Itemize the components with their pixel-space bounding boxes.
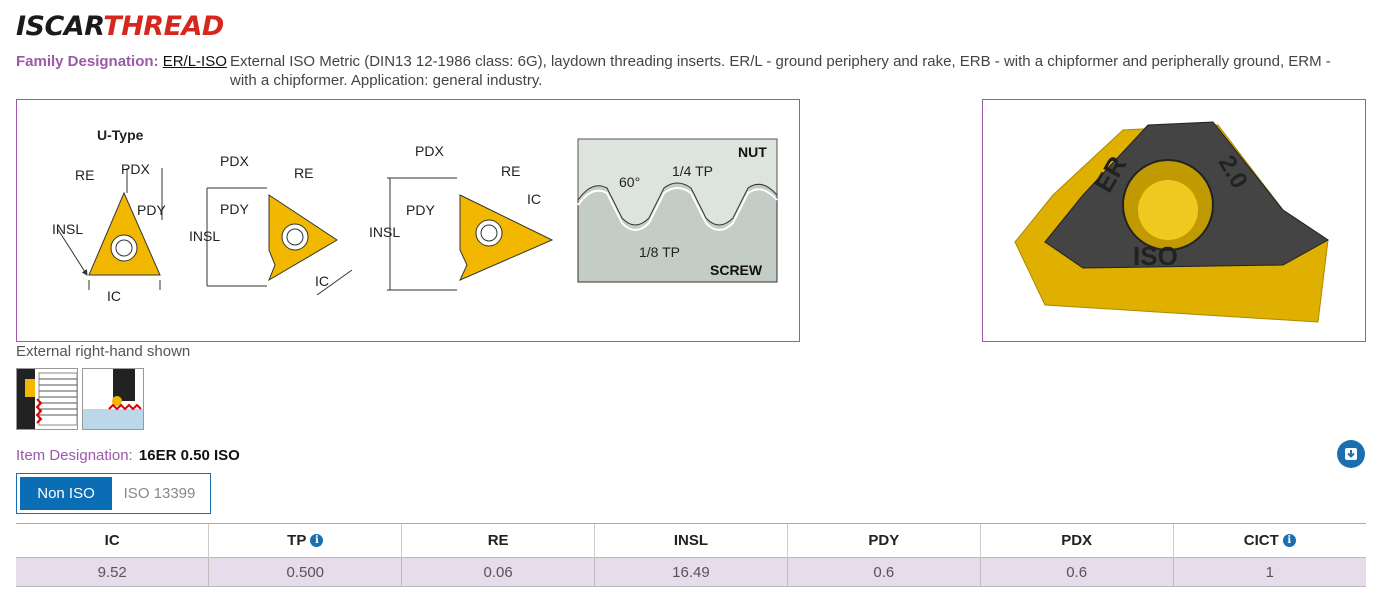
- full-ic-label: IC: [527, 191, 541, 207]
- header-tp-label: TP: [287, 532, 307, 549]
- full-insl-label: INSL: [369, 224, 400, 240]
- side-re-label: RE: [294, 165, 313, 181]
- thread-profile-diagram: [577, 138, 778, 283]
- iso-13399-option[interactable]: ISO 13399: [123, 485, 196, 502]
- screw-label: SCREW: [710, 262, 763, 278]
- cell-re: 0.06: [401, 557, 595, 587]
- cict-info-icon[interactable]: i: [1282, 534, 1296, 547]
- cell-cict: 1: [1172, 557, 1366, 587]
- nut-label: NUT: [738, 144, 767, 160]
- header-re-label: RE: [487, 532, 509, 549]
- insert-product-photo: ER 2.0 ISO: [982, 99, 1366, 342]
- full-pdy-label: PDY: [406, 202, 435, 218]
- application-thumbnail-2[interactable]: [82, 368, 144, 430]
- header-insl: INSL: [594, 523, 788, 558]
- utype-insert: [56, 168, 163, 290]
- family-label: Family Designation:: [16, 53, 159, 70]
- item-designation-label: Item Designation:: [16, 447, 133, 464]
- iscar-thread-logo: ISCARTHREAD: [16, 10, 224, 44]
- cell-insl: 16.49: [594, 557, 788, 587]
- header-pdx-label: PDX: [1061, 532, 1093, 549]
- external-right-hand-note: External right-hand shown: [16, 343, 191, 360]
- full-pdx-label: PDX: [415, 143, 444, 159]
- side-pdx-label: PDX: [220, 153, 249, 169]
- cell-ic: 9.52: [16, 557, 209, 587]
- utype-ic-label: IC: [107, 288, 121, 304]
- item-designation-value: 16ER 0.50 ISO: [138, 447, 240, 464]
- logo-thread-text: THREAD: [103, 11, 224, 42]
- table-row: 9.52 0.500 0.06 16.49 0.6 0.6 1: [16, 557, 1366, 587]
- download-icon: [1345, 448, 1357, 460]
- utype-title: U-Type: [97, 127, 144, 143]
- header-re: RE: [401, 523, 595, 558]
- side-pdy-label: PDY: [220, 201, 249, 217]
- utype-re-label: RE: [75, 167, 94, 183]
- eighth-tp-label: 1/8 TP: [639, 244, 680, 260]
- cell-tp: 0.500: [208, 557, 402, 587]
- side-ic-label: IC: [315, 273, 329, 289]
- download-button[interactable]: [1337, 440, 1365, 468]
- logo-iscar-text: ISCAR: [16, 11, 104, 42]
- utype-pdx-label: PDX: [121, 161, 150, 177]
- insert-side-drawing: [206, 187, 353, 296]
- full-re-label: RE: [501, 163, 520, 179]
- family-designation: Family Designation: ER/L-ISO External IS…: [16, 52, 1366, 89]
- cell-pdx: 0.6: [979, 557, 1174, 587]
- cell-pdy: 0.6: [786, 557, 981, 587]
- family-code-link[interactable]: ER/L-ISO: [162, 53, 227, 70]
- application-thumbnail-1[interactable]: [16, 368, 78, 430]
- header-cict-label: CICT: [1243, 532, 1279, 549]
- side-insl-label: INSL: [189, 228, 220, 244]
- photo-iso-mark: ISO: [1133, 241, 1178, 271]
- header-pdy-label: PDY: [868, 532, 900, 549]
- utype-insl-label: INSL: [52, 221, 83, 237]
- family-description: External ISO Metric (DIN13 12-1986 class…: [230, 53, 1331, 89]
- standard-toggle: Non ISO ISO 13399: [16, 473, 211, 514]
- header-insl-label: INSL: [673, 532, 709, 549]
- utype-pdy-label: PDY: [137, 202, 166, 218]
- header-ic-label: IC: [104, 532, 120, 549]
- header-pdx: PDX: [979, 523, 1174, 558]
- non-iso-option[interactable]: Non ISO: [20, 477, 112, 510]
- insert-full-profile-drawing: [387, 177, 554, 291]
- angle-label: 60°: [619, 174, 640, 190]
- technical-drawing: U-Type RE PDX PDY INSL IC PDX RE PDY: [16, 99, 800, 342]
- tp-info-icon[interactable]: i: [310, 534, 324, 547]
- header-pdy: PDY: [786, 523, 981, 558]
- header-ic: IC: [16, 523, 209, 558]
- quarter-tp-label: 1/4 TP: [672, 163, 713, 179]
- item-designation: Item Designation: 16ER 0.50 ISO: [16, 447, 240, 464]
